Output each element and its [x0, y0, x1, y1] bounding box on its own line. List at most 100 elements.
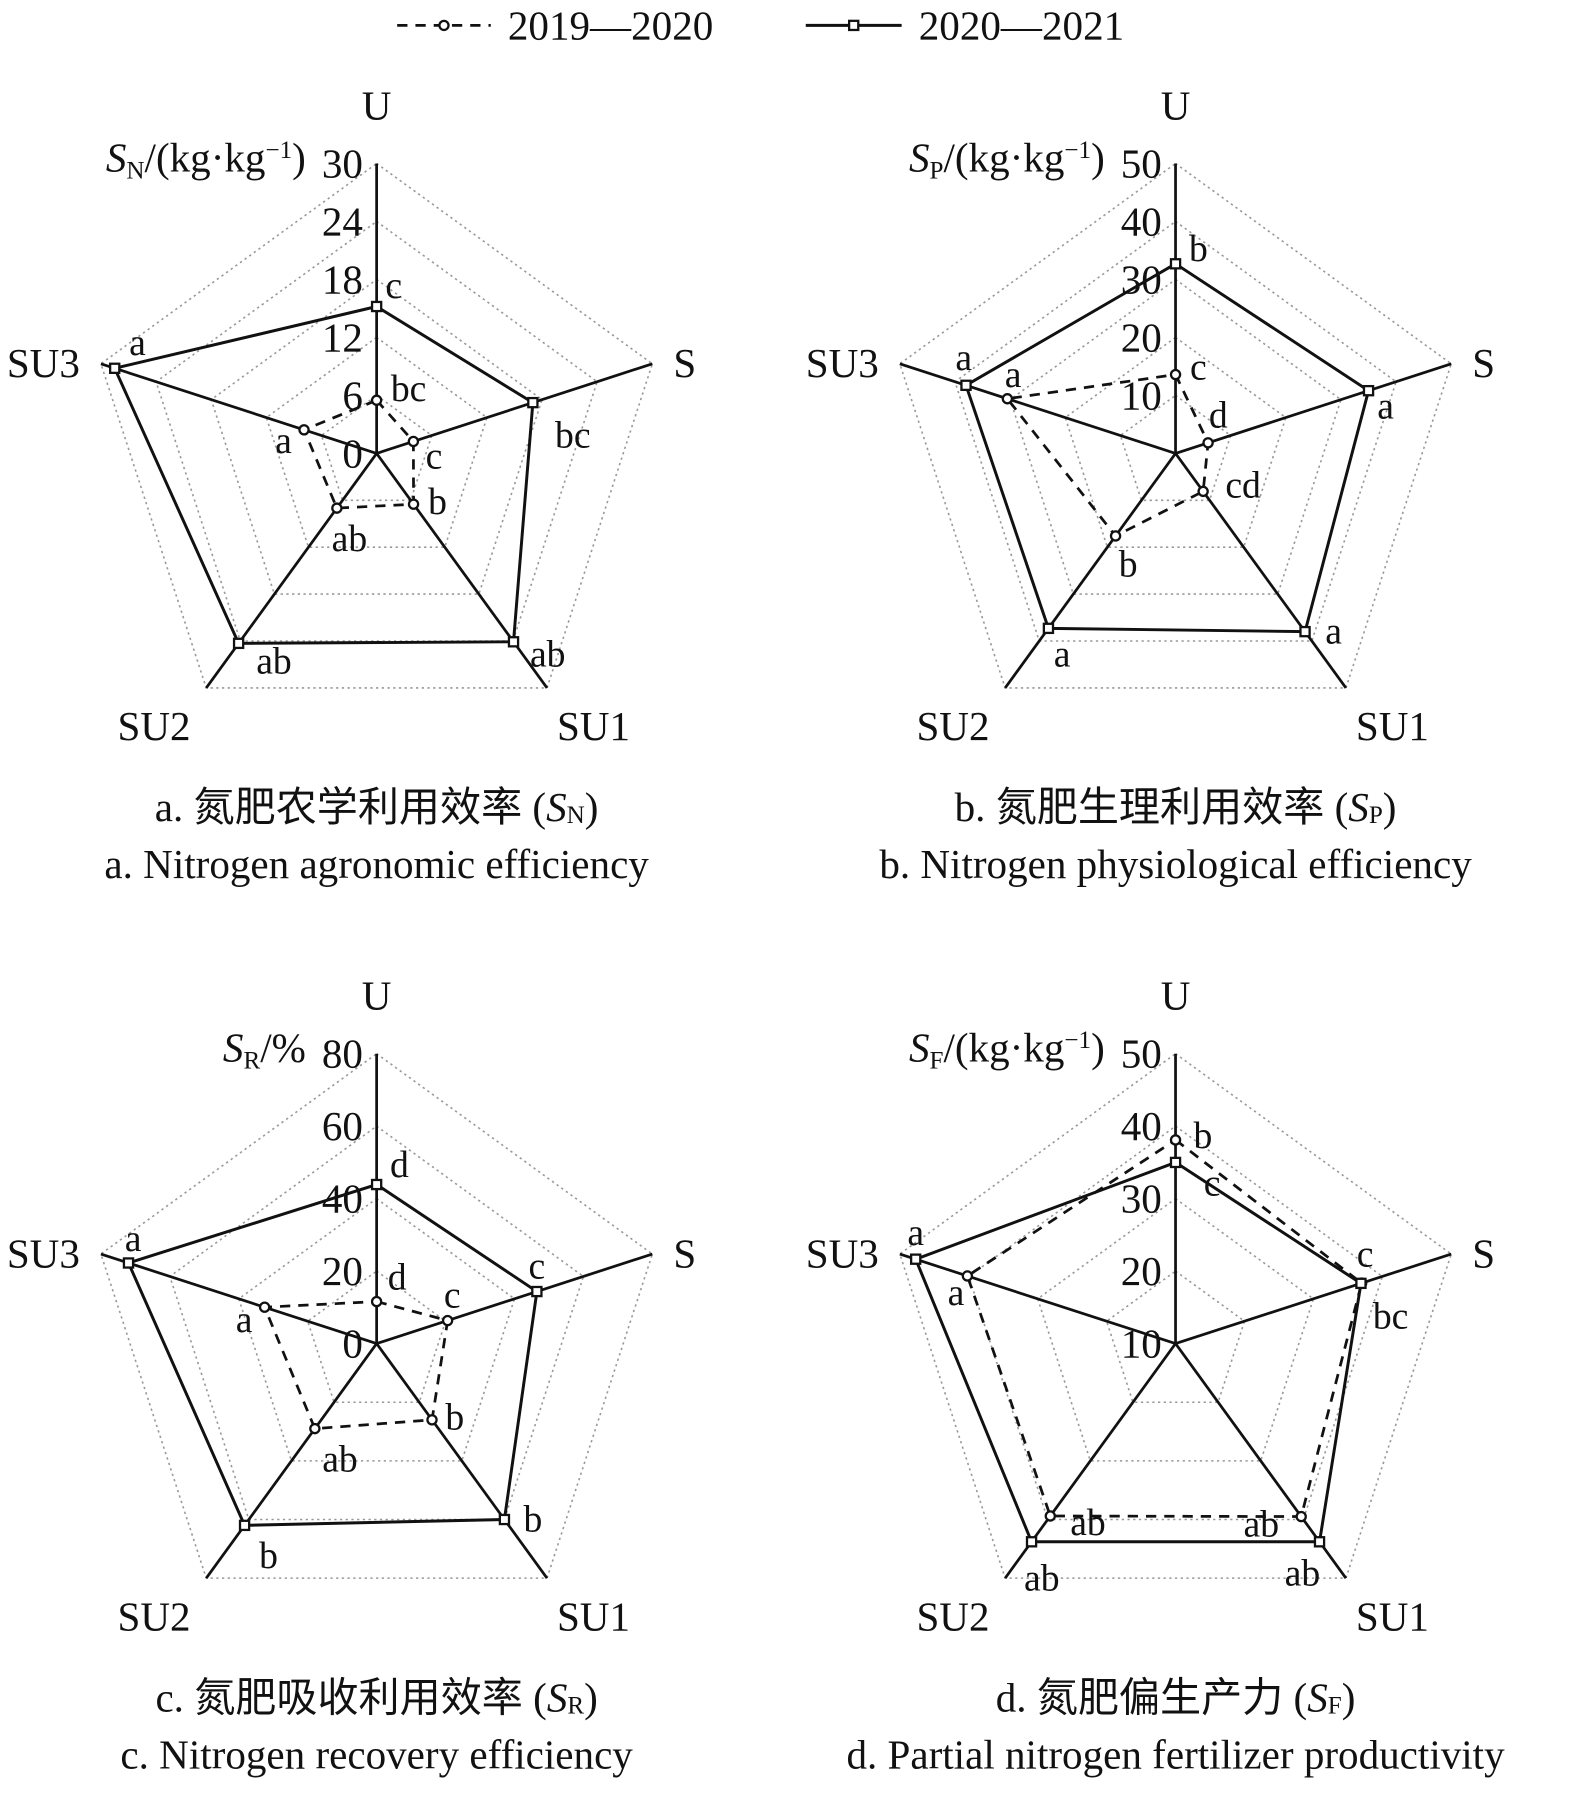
significance-letter: c — [529, 1245, 546, 1287]
data-point-square — [109, 362, 121, 374]
significance-letter: c — [1204, 1162, 1221, 1204]
y-axis-title: SR/% — [223, 1025, 306, 1075]
data-point-circle — [407, 435, 420, 448]
caption-close: ) — [1383, 784, 1397, 830]
significance-letter: b — [259, 1535, 278, 1577]
data-point-square — [507, 636, 520, 648]
data-point-square — [1355, 1277, 1367, 1290]
data-point-square — [232, 637, 245, 650]
axis-label-u: U — [362, 82, 392, 128]
significance-letter: b — [1189, 228, 1208, 270]
y-axis-title: SN/(kg·kg−1) — [106, 134, 306, 184]
significance-letter: d — [388, 1257, 407, 1299]
significance-letter: a — [948, 1272, 965, 1314]
tick-label: 50 — [1121, 1031, 1162, 1077]
data-point-circle — [407, 498, 420, 510]
axis-label-u: U — [1161, 82, 1191, 128]
data-point-circle — [441, 1314, 454, 1327]
axis-spoke — [899, 362, 1176, 455]
tick-label: 80 — [322, 1031, 363, 1077]
significance-letter: a — [236, 1299, 253, 1341]
significance-letter: c — [1357, 1234, 1374, 1276]
y-title-var: S — [106, 134, 127, 180]
data-point-circle — [1169, 1134, 1182, 1146]
caption-english: b. Nitrogen physiological efficiency — [879, 841, 1472, 887]
tick-label: 40 — [1121, 1103, 1162, 1149]
significance-letter: bc — [1373, 1295, 1409, 1337]
series-line-1 — [126, 1182, 539, 1527]
significance-letter: ab — [256, 641, 292, 683]
significance-letter: b — [445, 1397, 464, 1439]
axis-spoke — [375, 1342, 549, 1579]
caption-cn-text: c. 氮肥吸收利用效率 ( — [155, 1674, 546, 1720]
data-point-square — [238, 1519, 251, 1532]
axis-label-su2: SU2 — [118, 1593, 191, 1639]
caption-var: S — [1348, 784, 1369, 830]
caption-chinese: b. 氮肥生理利用效率 (SP) — [955, 784, 1397, 830]
caption-close: ) — [584, 1674, 598, 1720]
y-title-unit: /(kg·kg — [145, 134, 266, 180]
significance-letter: c — [426, 435, 443, 477]
tick-label: 30 — [1121, 256, 1162, 302]
caption-sub: P — [1369, 802, 1383, 829]
y-title-close: ) — [292, 134, 306, 180]
axis-label-s: S — [673, 1230, 696, 1276]
data-point-circle — [426, 1414, 438, 1426]
series-line-0 — [965, 1138, 1364, 1518]
grid-ring — [168, 1125, 585, 1521]
axis-label-s: S — [1472, 340, 1495, 386]
grid-ring — [155, 220, 599, 642]
axis-label-su1: SU1 — [1356, 703, 1429, 749]
series-line-1 — [964, 262, 1371, 634]
y-title-unit: /% — [260, 1025, 306, 1071]
data-point-square — [1169, 258, 1182, 270]
data-point-circle — [1001, 393, 1014, 405]
series-line-1 — [112, 304, 535, 645]
caption-sub: R — [567, 1692, 584, 1719]
significance-letter: c — [385, 265, 402, 307]
y-title-sub: R — [243, 1048, 260, 1075]
axis-spoke — [1004, 452, 1177, 689]
data-point-square — [527, 396, 539, 409]
caption-english: a. Nitrogen agronomic efficiency — [104, 841, 649, 887]
charts: 0612182430USSU1SU2SU3bccbabacbcababaSN/(… — [7, 82, 1505, 1777]
axis-label-su3: SU3 — [7, 1230, 80, 1276]
series-line-0 — [302, 398, 415, 510]
significance-letter: a — [129, 322, 146, 364]
y-title-sub: N — [126, 157, 144, 184]
data-point-circle — [298, 424, 310, 436]
caption-var: S — [1307, 1674, 1328, 1720]
y-title-unit: /(kg·kg — [943, 134, 1064, 180]
tick-label: 6 — [342, 372, 363, 418]
data-point-square — [531, 1285, 543, 1298]
significance-letter: b — [428, 481, 447, 523]
caption-sub: N — [567, 802, 585, 829]
significance-letter: ab — [530, 633, 566, 675]
grid-ring — [1105, 1270, 1246, 1404]
significance-letter: ab — [1285, 1553, 1321, 1595]
significance-letter: a — [907, 1212, 924, 1254]
data-point-circle — [370, 1295, 383, 1308]
y-title-unit: /(kg·kg — [943, 1025, 1064, 1071]
data-point-square — [122, 1257, 135, 1269]
tick-label: 12 — [322, 314, 363, 360]
axis-spoke — [376, 1252, 653, 1345]
y-axis-title: SP/(kg·kg−1) — [909, 134, 1105, 184]
grid-ring — [1009, 278, 1342, 595]
axis-label-s: S — [673, 340, 696, 386]
data-point-circle — [258, 1301, 271, 1313]
significance-letter: a — [955, 337, 972, 379]
data-point-square — [370, 300, 383, 313]
axis-label-su2: SU2 — [118, 703, 191, 749]
caption-english: c. Nitrogen recovery efficiency — [120, 1731, 633, 1777]
significance-letter: d — [390, 1144, 409, 1186]
tick-label: 10 — [1121, 1321, 1162, 1367]
legend-marker-circle-icon — [438, 19, 450, 32]
radar-chart-a: 0612182430USSU1SU2SU3bccbabacbcababaSN/(… — [7, 82, 696, 887]
axis-label-su1: SU1 — [557, 1593, 630, 1639]
data-point-circle — [1197, 485, 1209, 498]
axis-spoke — [1175, 362, 1452, 455]
significance-letter: d — [1209, 394, 1228, 436]
